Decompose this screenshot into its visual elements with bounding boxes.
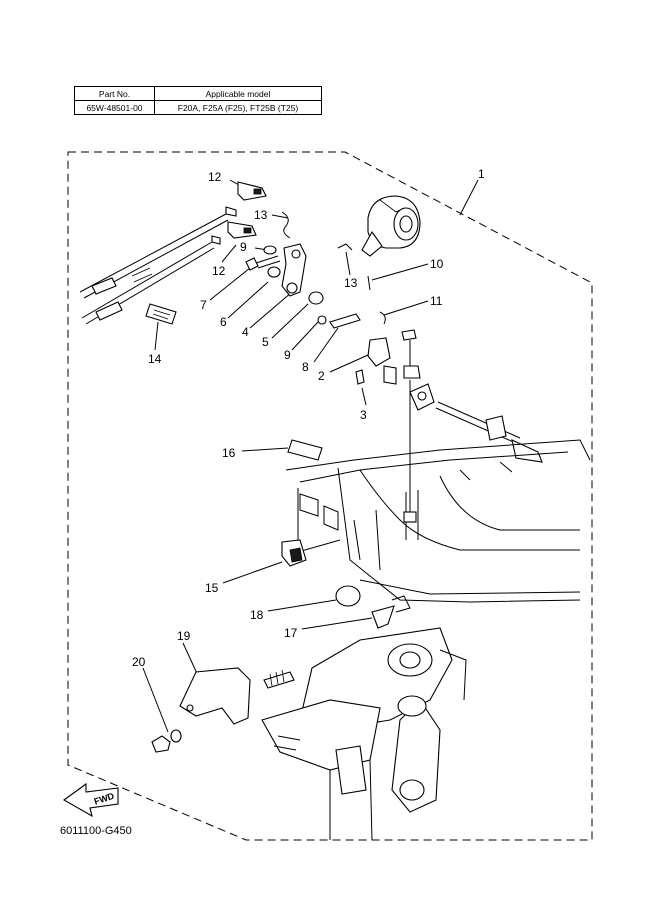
link-rod [329, 313, 361, 329]
callout-17: 17 [284, 626, 298, 640]
callout-2: 2 [318, 369, 325, 383]
washer-upper [263, 245, 277, 255]
callout-12-upper: 12 [208, 170, 222, 184]
callout-9-upper: 9 [240, 240, 247, 254]
applicable-model-table: Part No. Applicable model 65W-48501-00 F… [74, 86, 322, 115]
grommet [371, 605, 395, 629]
callout-20: 20 [132, 655, 146, 669]
callout-3: 3 [360, 408, 367, 422]
rubber-mount [281, 539, 307, 567]
cowling-bracket [179, 667, 295, 725]
washer [267, 266, 281, 278]
grommet-plate [287, 439, 323, 461]
cable-joint-lower [211, 221, 257, 245]
swivel-bracket [261, 627, 467, 841]
throttle-cam [409, 383, 435, 411]
callout-18: 18 [250, 608, 264, 622]
callout-16: 16 [222, 446, 236, 460]
bottom-cowling [285, 380, 591, 603]
cable-joint-upper [225, 181, 267, 217]
remote-control-box [361, 195, 421, 257]
bolt [245, 255, 281, 271]
throttle-lever [281, 243, 307, 297]
collar [308, 291, 324, 305]
callout-13-upper: 13 [254, 208, 268, 222]
callout-19: 19 [177, 629, 191, 643]
link-joint [367, 337, 397, 385]
washer-lower [317, 315, 327, 325]
clip [379, 311, 386, 325]
table-header-row: Part No. Applicable model [74, 86, 322, 101]
callout-1: 1 [478, 167, 485, 181]
callout-12-lower: 12 [212, 264, 226, 278]
dowel-pin [355, 369, 365, 385]
nut-washer [151, 729, 182, 753]
callout-6: 6 [220, 315, 227, 329]
control-cables [79, 213, 229, 325]
drawing-code: 6011100-G450 [60, 825, 132, 837]
plug [335, 585, 361, 607]
callout-5: 5 [262, 335, 269, 349]
callouts: 1 2 3 4 5 6 7 8 9 9 10 11 12 12 13 13 14… [132, 167, 485, 669]
callout-14: 14 [148, 352, 162, 366]
clip-lower [337, 243, 353, 251]
callout-4: 4 [242, 325, 249, 339]
shift-rod [435, 401, 543, 463]
label-plate [145, 303, 177, 325]
callout-13-lower: 13 [344, 276, 358, 290]
callout-7: 7 [200, 298, 207, 312]
assembly-boundary [67, 151, 593, 841]
forward-direction-arrow: FWD [62, 782, 119, 818]
callout-9-lower: 9 [284, 348, 291, 362]
clip-upper [281, 211, 291, 239]
cell-part-no: 65W-48501-00 [74, 100, 155, 115]
shift-bolt [401, 329, 421, 379]
callout-11: 11 [430, 294, 443, 308]
leader-lines [142, 179, 479, 733]
callout-10: 10 [430, 257, 444, 271]
pin [367, 275, 371, 291]
callout-15: 15 [205, 581, 219, 595]
cell-applicable-model: F20A, F25A (F25), FT25B (T25) [154, 100, 322, 115]
table-row: 65W-48501-00 F20A, F25A (F25), FT25B (T2… [74, 100, 322, 115]
callout-8: 8 [302, 360, 309, 374]
